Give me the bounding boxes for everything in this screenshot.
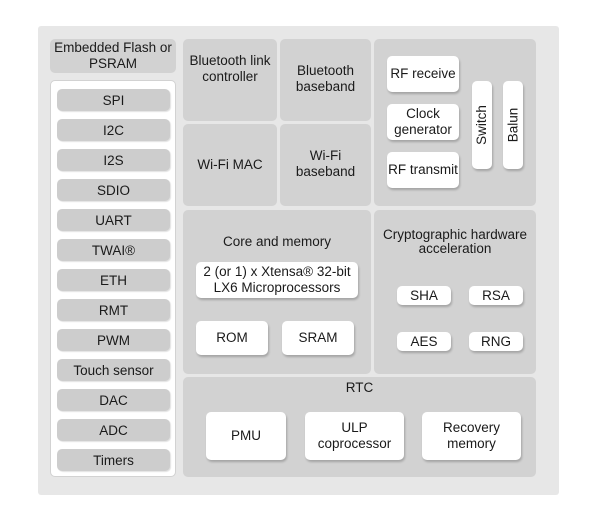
embedded-flash-block: Embedded Flash or PSRAM [50,39,176,73]
switch-chip: Switch [472,81,492,169]
wifi-mac-block: Wi-Fi MAC [183,124,277,206]
rtc-title: RTC [345,380,374,395]
pmu-chip: PMU [206,412,286,460]
rf-receive-chip: RF receive [387,56,459,92]
ulp-coprocessor-chip: ULP coprocessor [305,412,404,460]
bluetooth-link-controller-label: Bluetooth link controller [189,53,271,84]
clock-generator-chip: Clock generator [387,104,459,140]
peripheral-chip: ADC [57,419,170,441]
peripheral-chip: SPI [57,89,170,111]
cpu-chip: 2 (or 1) x Xtensa® 32-bit LX6 Microproce… [196,262,358,298]
rsa-chip: RSA [469,286,523,305]
wifi-baseband-label: Wi-Fi baseband [295,148,356,179]
wifi-baseband-block: Wi-Fi baseband [280,124,371,206]
bluetooth-baseband-label: Bluetooth baseband [295,63,356,94]
bluetooth-baseband-block: Bluetooth baseband [280,39,371,121]
bluetooth-link-controller-block: Bluetooth link controller [183,39,277,121]
rf-transmit-chip: RF transmit [387,152,459,188]
peripheral-chip: UART [57,209,170,231]
balun-label: Balun [505,107,520,143]
switch-label: Switch [474,105,490,145]
embedded-flash-label: Embedded Flash or PSRAM [54,40,172,71]
peripheral-chip: Touch sensor [57,359,170,381]
sha-chip: SHA [397,286,451,305]
peripheral-chip: I2S [57,149,170,171]
wifi-mac-label: Wi-Fi MAC [197,157,263,172]
peripheral-chip: SDIO [57,179,170,201]
peripheral-chip: PWM [57,329,170,351]
peripheral-chip: RMT [57,299,170,321]
peripheral-chip: TWAI® [57,239,170,261]
aes-chip: AES [397,332,451,351]
rom-chip: ROM [196,321,268,355]
recovery-memory-chip: Recovery memory [422,412,521,460]
crypto-title: Cryptographic hardware acceleration [382,227,528,256]
sram-chip: SRAM [282,321,354,355]
peripheral-chip: I2C [57,119,170,141]
peripheral-chip: Timers [57,449,170,471]
peripheral-chip: ETH [57,269,170,291]
balun-chip: Balun [503,81,523,169]
core-memory-title: Core and memory [222,234,332,249]
peripheral-chip: DAC [57,389,170,411]
rng-chip: RNG [469,332,523,351]
